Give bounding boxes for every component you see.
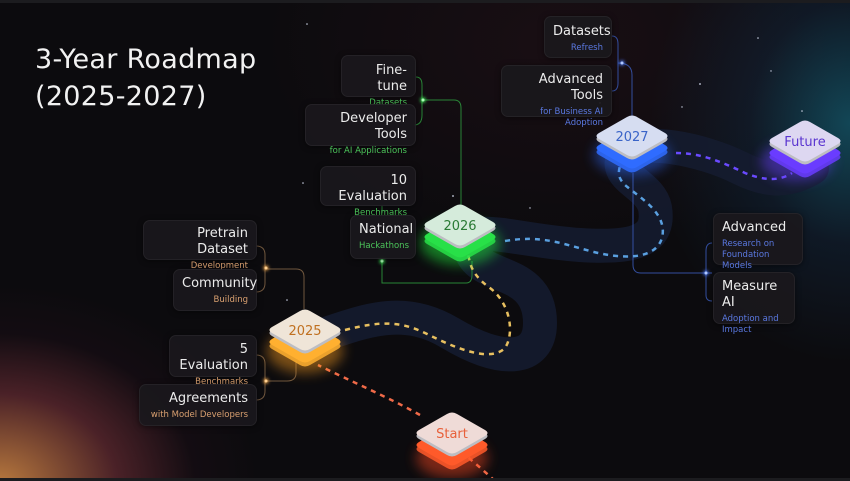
milestone-label: Future (784, 135, 825, 150)
subtitle-line: Adoption (565, 118, 603, 128)
card-fine-tune: Fine-tune Datasets (341, 55, 416, 108)
card-subtitle: Adoption and Impact (722, 314, 786, 336)
card-subtitle: Datasets (369, 98, 407, 108)
card-pretrain-dataset: Pretrain Dataset Development (143, 220, 257, 271)
subtitle-line: Adoption and (722, 314, 779, 324)
card-title: Fine-tune (375, 63, 407, 94)
card-subtitle: for Business AI Adoption (510, 107, 603, 129)
milestone-2026: 2026 (424, 204, 496, 262)
card-measure-ai: Measure AI Adoption and Impact (713, 272, 795, 335)
card-advanced-research: Advanced Research on Foundation Models (713, 213, 803, 271)
card-title: National (359, 222, 414, 237)
subtitle-line: Foundation Models (722, 250, 770, 271)
milestone-tint (269, 309, 341, 351)
milestone-tint (424, 204, 496, 246)
card-datasets: Datasets Refresh (544, 16, 612, 58)
card-subtitle: Hackathons (359, 241, 409, 251)
subtitle-line: for Business AI (540, 107, 603, 117)
milestone-label: 2025 (288, 324, 321, 339)
card-title: 5 Evaluation (179, 342, 248, 373)
card-10-evaluation: 10 Evaluation Benchmarks (320, 166, 416, 218)
card-title: Datasets (553, 24, 611, 39)
card-subtitle: for AI Applications (329, 146, 407, 156)
milestone-tint (596, 115, 668, 157)
card-title: Community (182, 276, 258, 291)
card-title: Advanced (722, 220, 787, 235)
title-line-1: 3-Year Roadmap (35, 44, 257, 75)
connectors-2025 (255, 245, 305, 401)
stars (286, 23, 803, 301)
subtitle-line: Impact (722, 325, 752, 335)
milestone-top (596, 115, 668, 157)
milestone-future: Future (769, 120, 841, 178)
card-subtitle: Refresh (570, 43, 603, 53)
card-advanced-tools: Advanced Tools for Business AI Adoption (501, 65, 612, 128)
milestone-tint (416, 412, 488, 454)
card-title: Advanced Tools (538, 72, 603, 103)
card-agreements: Agreements with Model Developers (139, 384, 257, 426)
route-2026-2027 (504, 165, 665, 258)
card-title: Measure AI (722, 279, 778, 310)
card-developer-tools: Developer Tools for AI Applications (305, 104, 416, 156)
road-band (288, 128, 829, 372)
route-2025-2026 (344, 252, 512, 356)
milestone-2025: 2025 (269, 309, 341, 367)
route-2027-future (675, 151, 793, 181)
card-subtitle: Benchmarks (195, 377, 248, 387)
milestone-label: 2026 (443, 219, 476, 234)
milestone-top (416, 412, 488, 454)
page-title: 3-Year Roadmap (2025-2027) (35, 41, 256, 115)
milestone-top (769, 120, 841, 162)
milestone-label: Start (436, 427, 468, 442)
milestone-label: 2027 (615, 130, 648, 145)
milestone-start: Start (416, 412, 488, 470)
milestone-tint (769, 120, 841, 162)
card-subtitle: Building (213, 295, 248, 305)
card-subtitle: Research on Foundation Models (722, 239, 794, 272)
card-title: Pretrain Dataset (197, 226, 248, 257)
card-national: National Hackathons (350, 215, 416, 259)
milestone-2027: 2027 (596, 115, 668, 173)
card-title: Agreements (169, 391, 248, 406)
card-subtitle: Development (190, 261, 248, 271)
card-5-evaluation: 5 Evaluation Benchmarks (169, 335, 257, 387)
milestone-top (424, 204, 496, 246)
roadmap-paths: Start 2025 2026 2027 Future (255, 23, 841, 478)
subtitle-line: Research on (722, 239, 775, 249)
card-title: 10 Evaluation (338, 173, 407, 204)
title-line-2: (2025-2027) (35, 81, 207, 112)
milestone-top (269, 309, 341, 351)
card-community: Community Building (173, 269, 257, 311)
card-subtitle: with Model Developers (150, 410, 248, 420)
card-title: Developer Tools (340, 111, 407, 142)
card-subtitle: Benchmarks (354, 208, 407, 218)
